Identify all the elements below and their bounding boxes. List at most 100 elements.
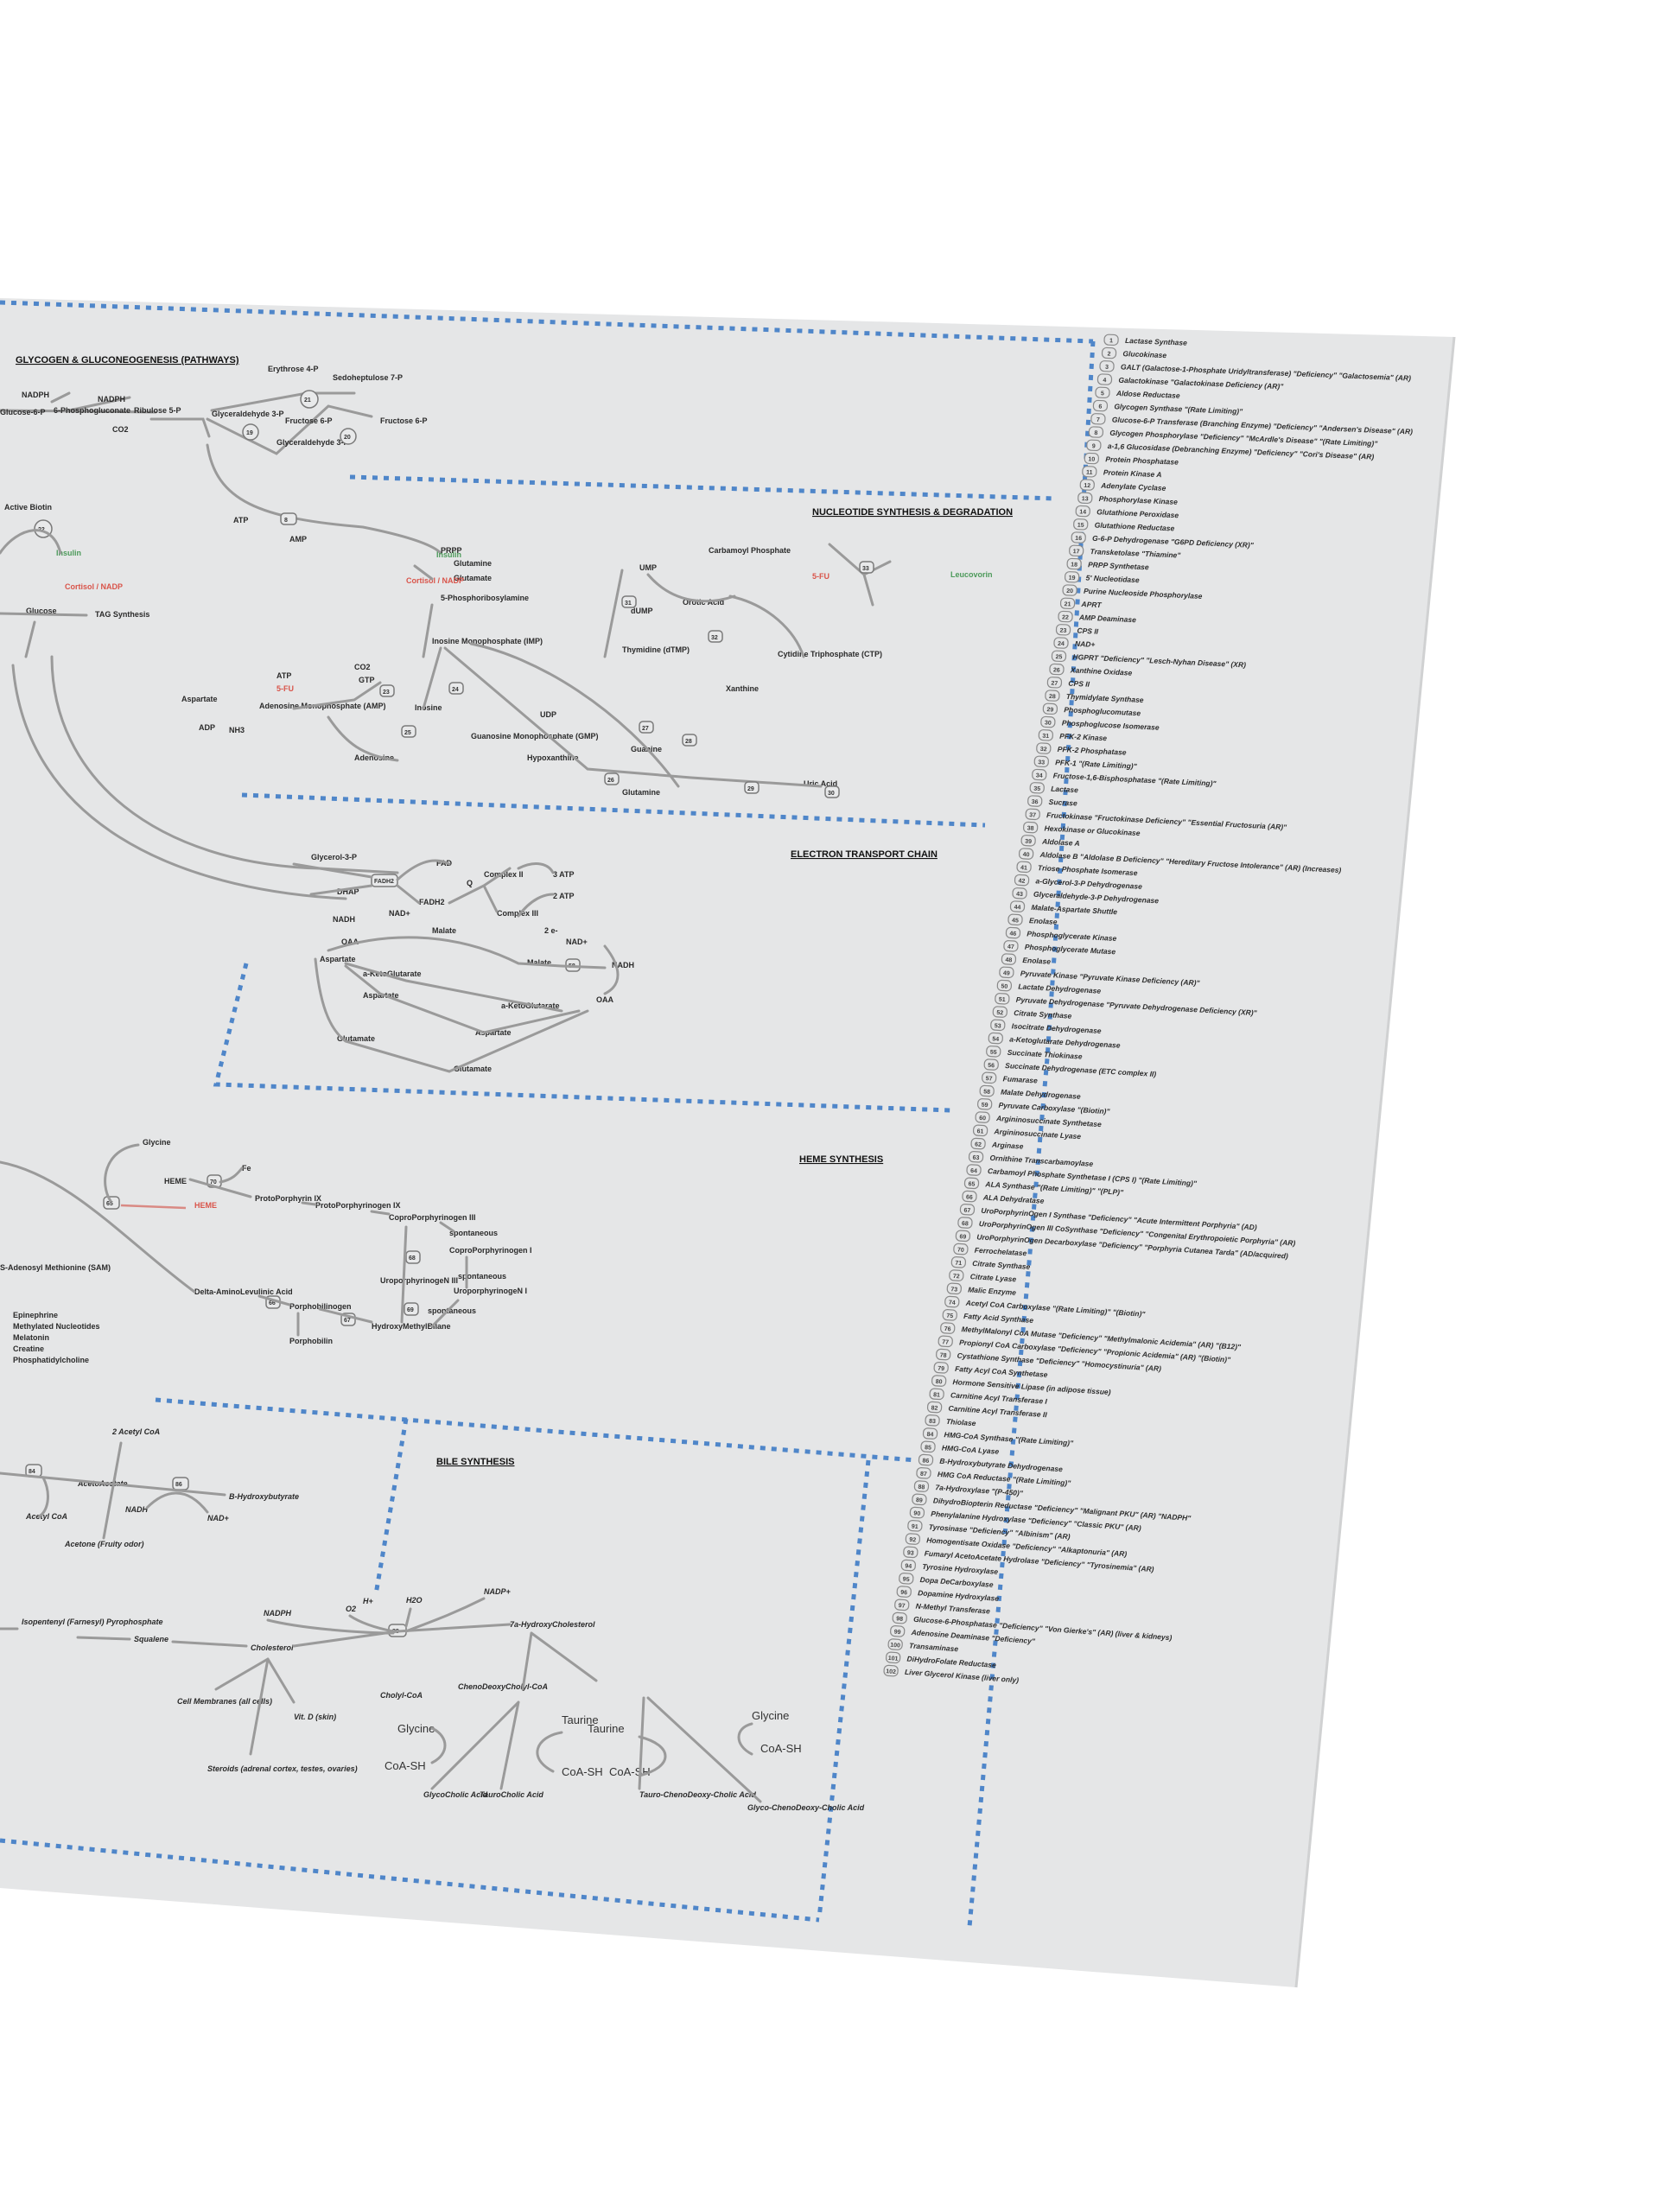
svg-text:Fe: Fe bbox=[242, 1164, 251, 1173]
legend-item: 24 NAD+ bbox=[1053, 637, 1096, 649]
svg-text:3: 3 bbox=[1105, 365, 1109, 371]
svg-text:44: 44 bbox=[1014, 905, 1020, 911]
legend-number-badge bbox=[920, 1440, 936, 1453]
svg-text:17: 17 bbox=[1073, 549, 1080, 555]
legend-number-badge bbox=[990, 1019, 1006, 1032]
legend-enzyme-label: AMP Deaminase bbox=[1078, 613, 1136, 624]
svg-text:NADPH: NADPH bbox=[98, 395, 125, 404]
svg-text:Inosine Monophosphate (IMP): Inosine Monophosphate (IMP) bbox=[432, 637, 543, 645]
legend-enzyme-label: APRT bbox=[1080, 600, 1102, 609]
svg-text:Q: Q bbox=[467, 879, 473, 887]
legend-number-badge bbox=[892, 1611, 907, 1624]
section-nucleotide-synthesis: NUCLEOTIDE SYNTHESIS & DEGRADATION Inosi… bbox=[181, 507, 1013, 798]
svg-text:Thymidine (dTMP): Thymidine (dTMP) bbox=[622, 645, 690, 654]
legend-number-badge bbox=[1082, 466, 1097, 478]
svg-text:87: 87 bbox=[920, 1471, 927, 1478]
svg-text:24: 24 bbox=[1058, 641, 1065, 647]
svg-text:NADPH: NADPH bbox=[264, 1609, 292, 1618]
legend-number-badge bbox=[1073, 518, 1089, 531]
svg-text:91: 91 bbox=[912, 1524, 918, 1531]
svg-text:CoA-SH: CoA-SH bbox=[562, 1765, 603, 1778]
svg-text:85: 85 bbox=[925, 1445, 931, 1452]
legend-enzyme-label: NAD+ bbox=[1075, 639, 1096, 649]
svg-text:70: 70 bbox=[210, 1179, 217, 1185]
svg-text:OAA: OAA bbox=[341, 938, 359, 946]
legend-enzyme-label: ALA Dehydratase bbox=[982, 1193, 1045, 1205]
legend-enzyme-label: 5' Nucleotidase bbox=[1085, 574, 1140, 585]
svg-text:Glutamine: Glutamine bbox=[454, 559, 492, 568]
svg-text:UMP: UMP bbox=[639, 563, 657, 572]
legend-number-badge bbox=[1009, 900, 1026, 912]
legend-number-badge bbox=[1042, 702, 1058, 715]
svg-text:49: 49 bbox=[1003, 970, 1010, 976]
legend-number-badge bbox=[931, 1375, 947, 1387]
legend-enzyme-label: Aldolase A bbox=[1041, 837, 1080, 848]
section-title-bile: BILE SYNTHESIS bbox=[436, 1457, 514, 1467]
svg-text:Cytidine Triphosphate (CTP): Cytidine Triphosphate (CTP) bbox=[778, 650, 882, 658]
svg-text:84: 84 bbox=[926, 1432, 933, 1439]
legend-number-badge bbox=[1032, 768, 1047, 781]
svg-text:20: 20 bbox=[344, 435, 351, 441]
svg-text:1: 1 bbox=[1109, 338, 1113, 344]
legend-enzyme-label: CPS II bbox=[1068, 679, 1090, 689]
svg-text:98: 98 bbox=[896, 1616, 903, 1623]
svg-text:93: 93 bbox=[907, 1550, 914, 1557]
svg-text:Phosphatidylcholine: Phosphatidylcholine bbox=[13, 1356, 89, 1364]
svg-text:25: 25 bbox=[404, 730, 411, 736]
legend-number-badge bbox=[1049, 663, 1065, 676]
legend-number-badge bbox=[1055, 624, 1071, 636]
legend-enzyme-label: Succinate Thiokinase bbox=[1007, 1048, 1083, 1061]
svg-text:CO2: CO2 bbox=[354, 663, 371, 671]
svg-text:Ribulose 5-P: Ribulose 5-P bbox=[134, 406, 181, 415]
svg-text:5-FU: 5-FU bbox=[812, 572, 830, 581]
legend-number-badge bbox=[903, 1546, 918, 1559]
legend-enzyme-label: CPS II bbox=[1077, 626, 1099, 636]
svg-text:FADH2: FADH2 bbox=[419, 898, 445, 906]
svg-text:UroporphyrinogeN I: UroporphyrinogeN I bbox=[454, 1287, 527, 1295]
legend-enzyme-label: HMG-CoA Lyase bbox=[942, 1443, 1000, 1455]
legend-number-badge bbox=[890, 1625, 906, 1637]
svg-text:spontaneous: spontaneous bbox=[428, 1306, 476, 1315]
svg-text:79: 79 bbox=[938, 1366, 944, 1373]
legend-number-badge bbox=[950, 1256, 967, 1268]
svg-text:Cortisol / NADP: Cortisol / NADP bbox=[406, 576, 464, 585]
legend-number-badge bbox=[975, 1111, 990, 1123]
svg-text:71: 71 bbox=[955, 1261, 962, 1267]
svg-text:ProtoPorphyrinogen IX: ProtoPorphyrinogen IX bbox=[315, 1201, 401, 1210]
legend-number-badge bbox=[1025, 808, 1040, 821]
svg-text:Aspartate: Aspartate bbox=[363, 991, 399, 1000]
section-borders bbox=[0, 300, 1096, 1928]
svg-text:NAD+: NAD+ bbox=[566, 938, 588, 946]
legend-enzyme-label: Glutathione Reductase bbox=[1095, 521, 1175, 533]
legend-number-badge bbox=[940, 1322, 956, 1334]
svg-text:ATP: ATP bbox=[276, 671, 291, 680]
svg-text:Erythrose 4-P: Erythrose 4-P bbox=[268, 365, 319, 373]
legend-number-badge bbox=[999, 966, 1014, 979]
svg-text:50: 50 bbox=[1001, 983, 1007, 989]
svg-text:19: 19 bbox=[1069, 575, 1076, 582]
legend-number-badge bbox=[982, 1071, 997, 1084]
legend-number-badge bbox=[925, 1414, 940, 1427]
section-title-etc: ELECTRON TRANSPORT CHAIN bbox=[791, 849, 938, 860]
svg-text:97: 97 bbox=[899, 1603, 906, 1610]
legend-enzyme-label: PRPP Synthetase bbox=[1088, 560, 1149, 571]
svg-text:100: 100 bbox=[890, 1643, 900, 1649]
legend-enzyme-label: Malic Enzyme bbox=[968, 1285, 1017, 1297]
svg-text:O2: O2 bbox=[346, 1605, 356, 1613]
legend-number-badge bbox=[887, 1638, 903, 1650]
legend-number-badge bbox=[1003, 940, 1019, 952]
legend-number-badge bbox=[907, 1520, 923, 1532]
legend-number-badge bbox=[1014, 874, 1030, 887]
svg-text:70: 70 bbox=[957, 1247, 964, 1253]
svg-text:CoA-SH: CoA-SH bbox=[609, 1765, 651, 1778]
legend-enzyme-label: Ferrochelatase bbox=[975, 1246, 1027, 1258]
svg-text:11: 11 bbox=[1086, 470, 1093, 476]
svg-text:CoproPorphyrinogen I: CoproPorphyrinogen I bbox=[449, 1246, 532, 1255]
svg-text:NAD+: NAD+ bbox=[207, 1514, 229, 1522]
